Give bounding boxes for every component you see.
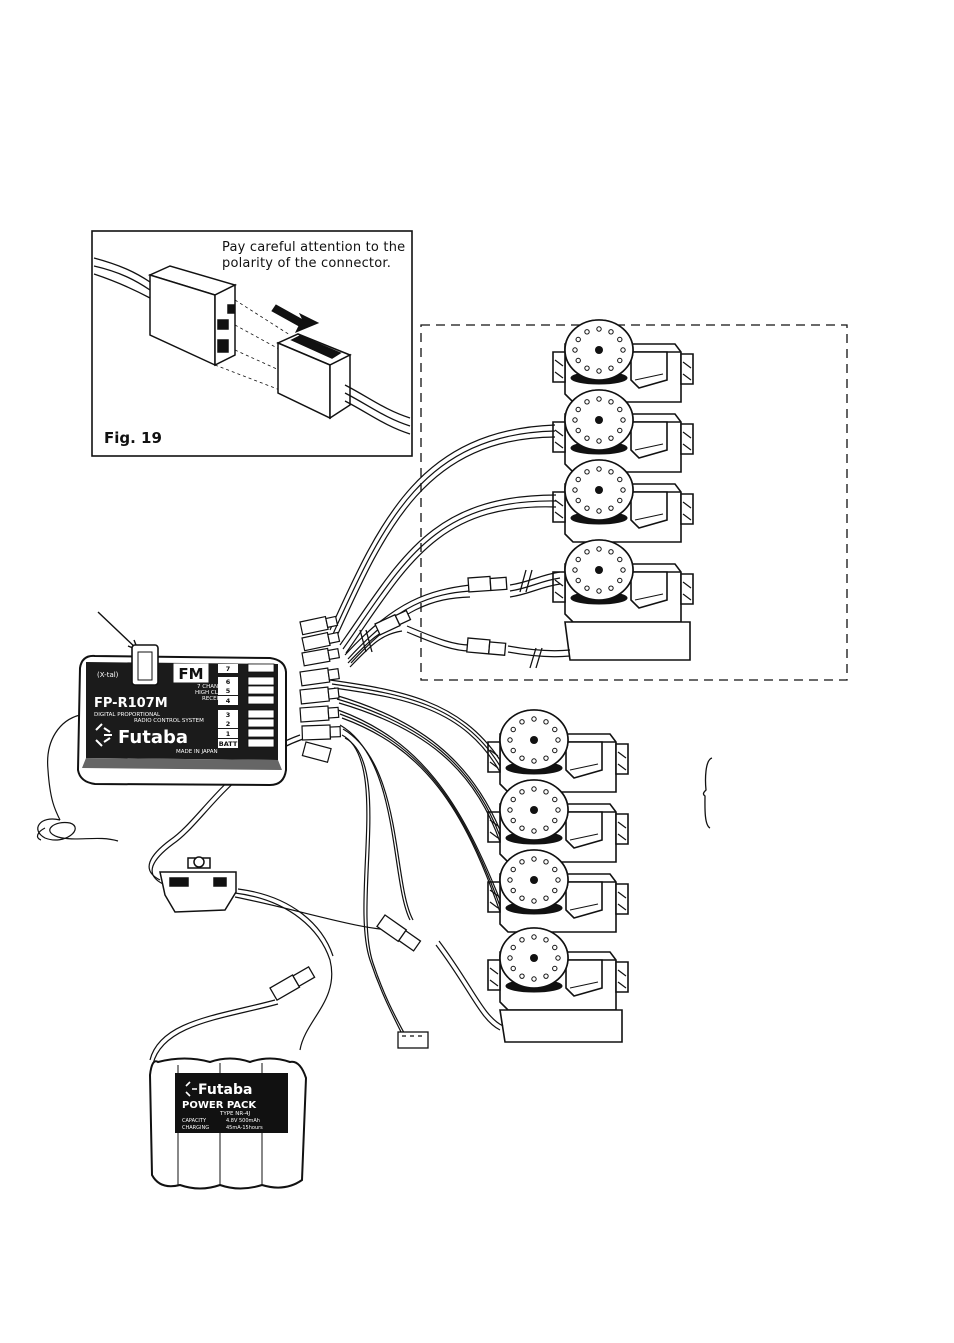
channel-socket (247, 663, 275, 673)
channel-label: 1 (226, 730, 231, 738)
servo (487, 779, 629, 863)
channel-tag (218, 719, 238, 728)
channel-socket (247, 709, 275, 719)
battery-pack: Futaba POWER PACK TYPE NR-4J CAPACITY 4.… (148, 1057, 308, 1190)
channel-tag (218, 739, 238, 748)
inset-caption: Pay careful attention to the polarity of… (222, 240, 412, 272)
channel-tag (218, 677, 238, 686)
channel-label: 7 (226, 665, 231, 673)
channel-label: 6 (226, 678, 231, 686)
receiver-subtitle-1: DIGITAL PROPORTIONAL (94, 712, 161, 718)
figure-label: Fig. 19 (104, 429, 162, 447)
servo (552, 539, 694, 623)
servo (552, 319, 694, 403)
futaba-logo-icon (95, 723, 112, 747)
channel-label: BATT (219, 740, 238, 748)
channel-tag (218, 729, 238, 738)
insertion-arrow-icon (271, 304, 320, 333)
channel-socket (247, 728, 275, 738)
bracket-mark (702, 757, 713, 829)
battery-brand: Futaba (198, 1082, 252, 1098)
battery-capacity-label: CAPACITY (182, 1118, 207, 1124)
optional-servos-frame (420, 324, 848, 681)
receiver-subtitle-2: RADIO CONTROL SYSTEM (134, 718, 204, 724)
servo (552, 459, 694, 543)
battery-charging-value: 45mA-15hours (226, 1125, 263, 1131)
channel-label: 4 (226, 697, 231, 705)
caption-line-2: polarity of the connector. (222, 256, 392, 271)
upper-servo-group (552, 319, 694, 661)
receiver-origin: MADE IN JAPAN (176, 749, 218, 755)
servo (487, 927, 629, 1011)
switch-harness (159, 856, 237, 913)
caption-line-1: Pay careful attention to the (222, 240, 406, 255)
crystal-pointer-icon (97, 611, 139, 651)
channel-socket (247, 676, 275, 686)
channel-label: 2 (226, 720, 231, 728)
receiver-unit: FM (X-tal) FP-R107M DIGITAL PROPORTIONAL… (76, 644, 287, 787)
channel-tag (218, 696, 238, 705)
channel-tag (218, 686, 238, 695)
battery-type: TYPE NR-4J (219, 1111, 250, 1117)
male-connector-plug (276, 333, 352, 420)
receiver-brand: Futaba (118, 727, 188, 748)
battery-title: POWER PACK (182, 1100, 257, 1111)
channel-label: 5 (226, 687, 231, 695)
channel-label: 3 (226, 711, 231, 719)
fm-badge: FM (178, 665, 203, 683)
receiver-desc-3: RECEIVER (202, 696, 229, 702)
battery-futaba-logo-icon (185, 1081, 197, 1097)
channel-tag (218, 664, 238, 673)
female-connector-housing (147, 265, 238, 367)
channel-socket (247, 718, 275, 728)
receiver-plug-stack (299, 615, 342, 763)
receiver-model: FP-R107M (94, 696, 168, 711)
connector-inset (91, 230, 413, 457)
servo (552, 389, 694, 473)
servo-case-base (564, 621, 691, 661)
channel-socket (247, 738, 275, 748)
servo (487, 709, 629, 793)
antenna-wire (36, 714, 119, 842)
channel-socket (247, 695, 275, 705)
battery-charging-label: CHARGING (182, 1125, 209, 1131)
receiver-desc-2: HIGH CLASS (195, 690, 229, 696)
battery-capacity-value: 4.8V 500mAh (226, 1118, 260, 1124)
lower-servo-group (487, 709, 629, 1043)
channel-tag (218, 710, 238, 719)
receiver-desc-1: 7 CHANNEL (197, 684, 230, 690)
servo-case-base (499, 1009, 623, 1043)
crystal-label: (X-tal) (97, 671, 119, 679)
lead-connectors (269, 569, 543, 1049)
channel-socket (247, 685, 275, 695)
